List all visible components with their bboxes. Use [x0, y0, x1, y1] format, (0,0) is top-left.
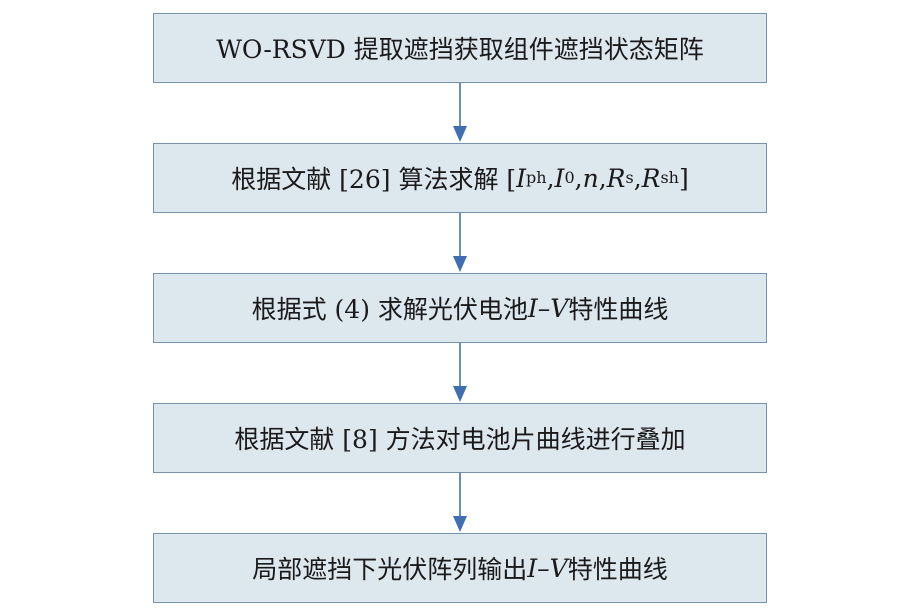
var-3-base: n: [582, 163, 599, 193]
step-4-text: 根据文献 [8] 方法对电池片曲线进行叠加: [234, 425, 686, 454]
step-5-iv: I–V: [527, 553, 568, 583]
arrow-1-2: [453, 83, 467, 142]
step-5-box: 局部遮挡下光伏阵列输出 I–V 特性曲线: [153, 533, 767, 603]
step-3-iv: I–V: [527, 293, 569, 323]
arrow-3-4: [453, 343, 467, 402]
step-3-after: 特性曲线: [568, 295, 669, 324]
separator-1: ,: [546, 163, 555, 193]
arrow-4-5: [453, 473, 467, 532]
var-5-base: R: [641, 163, 661, 193]
separator-2: ,: [574, 163, 583, 193]
separator-3: ,: [598, 163, 607, 193]
var-1-base: I: [516, 163, 527, 193]
step-2-prefix: 根据文献 [26] 算法求解 [: [231, 165, 517, 194]
separator-4: ,: [633, 163, 642, 193]
step-2-suffix: ]: [678, 163, 689, 193]
var-4-base: R: [606, 163, 626, 193]
step-1-text: WO-RSVD 提取遮挡获取组件遮挡状态矩阵: [216, 35, 704, 64]
step-1-box: WO-RSVD 提取遮挡获取组件遮挡状态矩阵: [153, 13, 767, 83]
step-3-before: 根据式 (4) 求解光伏电池: [251, 295, 528, 324]
step-3-box: 根据式 (4) 求解光伏电池 I–V 特性曲线: [153, 273, 767, 343]
arrow-2-3: [453, 213, 467, 272]
step-5-after: 特性曲线: [567, 555, 668, 584]
var-2-base: I: [554, 163, 565, 193]
step-5-before: 局部遮挡下光伏阵列输出: [252, 555, 528, 584]
step-4-box: 根据文献 [8] 方法对电池片曲线进行叠加: [153, 403, 767, 473]
